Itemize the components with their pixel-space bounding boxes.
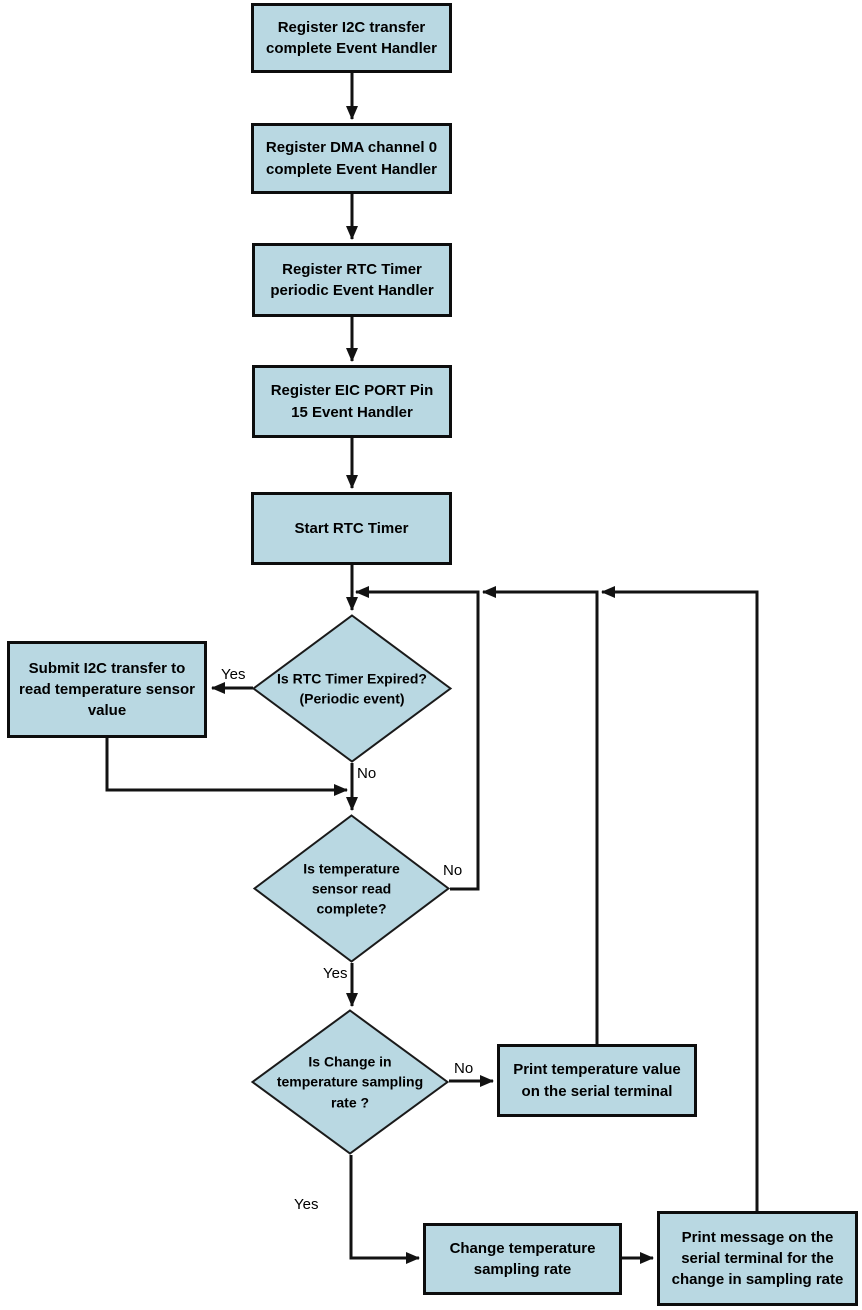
node-decision-sampling-rate-change: Is Change in temperature sampling rate ? <box>250 1009 450 1155</box>
edge-label-yes-rtc-expired: Yes <box>221 666 246 683</box>
node-label: Print message on the serial terminal for… <box>671 1228 844 1289</box>
node-label: Print temperature value on the serial te… <box>513 1061 681 1100</box>
node-label: Is temperature sensor read complete? <box>303 860 400 917</box>
edge-label-no-rtc-expired: No <box>357 765 377 782</box>
edge-yes-to-change-rate <box>349 1155 420 1264</box>
edge-label-yes-sampling-change: Yes <box>294 1196 319 1213</box>
node-label: Is RTC Timer Expired? (Periodic event) <box>277 670 427 707</box>
node-label: Register EIC PORT Pin 15 Event Handler <box>270 382 434 421</box>
node-label: Start RTC Timer <box>294 519 409 537</box>
node-submit-i2c-transfer: Submit I2C transfer to read temperature … <box>7 641 207 738</box>
edge-label-no-sampling-change: No <box>454 1060 474 1077</box>
node-print-message: Print message on the serial terminal for… <box>657 1211 858 1306</box>
node-decision-rtc-expired: Is RTC Timer Expired? (Periodic event) <box>251 614 453 763</box>
node-print-temperature: Print temperature value on the serial te… <box>497 1044 697 1117</box>
node-label: Is Change in temperature sampling rate ? <box>276 1053 424 1111</box>
edge-print-temperature-loop <box>482 586 599 1044</box>
edge-submit-merge <box>105 738 348 796</box>
node-start-rtc-timer: Start RTC Timer <box>251 492 452 565</box>
edge-label-yes-sensor-read: Yes <box>323 965 348 982</box>
edge-print-message-loop <box>601 586 759 1211</box>
node-register-dma-handler: Register DMA channel 0 complete Event Ha… <box>251 123 452 194</box>
node-label: Register DMA channel 0 complete Event Ha… <box>265 139 438 178</box>
node-label: Change temperature sampling rate <box>449 1239 596 1278</box>
node-label: Submit I2C transfer to read temperature … <box>19 659 195 720</box>
node-register-eic-handler: Register EIC PORT Pin 15 Event Handler <box>252 365 452 438</box>
node-label: Register RTC Timer periodic Event Handle… <box>270 260 434 299</box>
diamond-shape <box>251 614 453 763</box>
node-register-rtc-handler: Register RTC Timer periodic Event Handle… <box>252 243 452 317</box>
edge-label-no-sensor-read: No <box>443 862 463 879</box>
node-register-i2c-transfer-handler: Register I2C transfer complete Event Han… <box>251 3 452 73</box>
diamond-shape <box>250 1009 450 1155</box>
diamond-shape <box>252 814 451 963</box>
edge-no-sensor-loop <box>355 586 480 891</box>
node-change-sampling-rate: Change temperature sampling rate <box>423 1223 622 1295</box>
node-decision-sensor-read-complete: Is temperature sensor read complete? <box>252 814 451 963</box>
node-label: Register I2C transfer complete Event Han… <box>266 18 437 57</box>
